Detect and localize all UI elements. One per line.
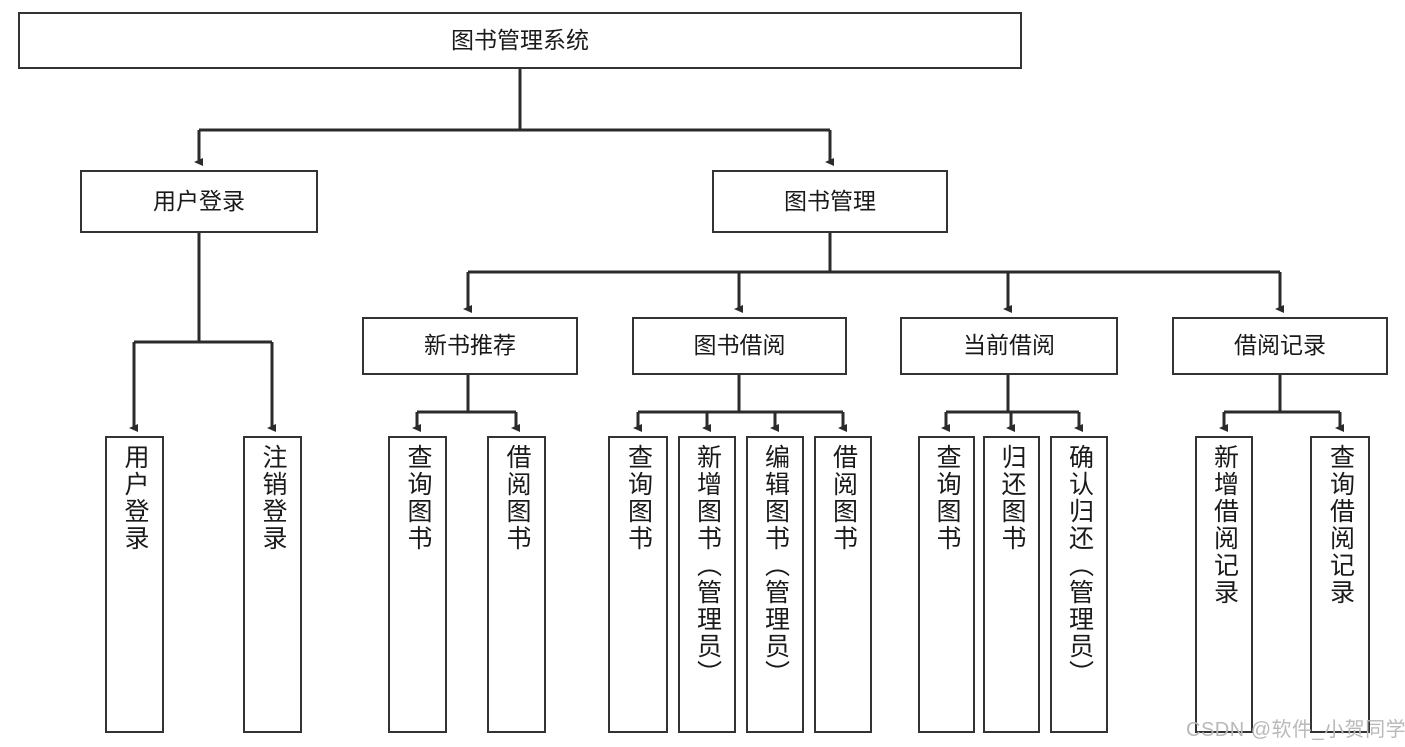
leaf-return-book[interactable]: 归还图书 bbox=[983, 436, 1040, 733]
leaf-query-book-current[interactable]: 查询图书 bbox=[918, 436, 975, 733]
node-user-login-label: 用户登录 bbox=[153, 187, 245, 214]
node-borrow-records[interactable]: 借阅记录 bbox=[1172, 317, 1388, 375]
leaf-borrow-book-recommend-label: 借阅图书 bbox=[503, 444, 531, 552]
node-book-borrow[interactable]: 图书借阅 bbox=[632, 317, 847, 375]
leaf-query-borrow-record[interactable]: 查询借阅记录 bbox=[1310, 436, 1370, 733]
leaf-logout[interactable]: 注销登录 bbox=[243, 436, 302, 733]
leaf-edit-book-admin-label: 编辑图书（管理员） bbox=[761, 444, 790, 687]
leaf-query-borrow-record-label: 查询借阅记录 bbox=[1326, 444, 1355, 606]
node-current-borrow-label: 当前借阅 bbox=[963, 332, 1055, 359]
leaf-user-login[interactable]: 用户登录 bbox=[105, 436, 164, 733]
leaf-edit-book-admin[interactable]: 编辑图书（管理员） bbox=[746, 436, 804, 733]
leaf-logout-label: 注销登录 bbox=[259, 444, 287, 552]
leaf-add-borrow-record[interactable]: 新增借阅记录 bbox=[1195, 436, 1253, 733]
leaf-add-borrow-record-label: 新增借阅记录 bbox=[1210, 444, 1239, 606]
leaf-borrow-book-recommend[interactable]: 借阅图书 bbox=[487, 436, 546, 733]
leaf-user-login-label: 用户登录 bbox=[121, 444, 149, 552]
leaf-return-book-label: 归还图书 bbox=[998, 444, 1026, 552]
node-new-book-recommend[interactable]: 新书推荐 bbox=[362, 317, 578, 375]
leaf-confirm-return-admin[interactable]: 确认归还（管理员） bbox=[1050, 436, 1108, 733]
leaf-query-book-recommend[interactable]: 查询图书 bbox=[388, 436, 447, 733]
leaf-borrow-book-label: 借阅图书 bbox=[829, 444, 858, 552]
leaf-query-book-recommend-label: 查询图书 bbox=[404, 444, 432, 552]
node-book-borrow-label: 图书借阅 bbox=[693, 332, 786, 359]
leaf-borrow-book[interactable]: 借阅图书 bbox=[814, 436, 872, 733]
leaf-add-book-admin-label: 新增图书（管理员） bbox=[693, 444, 722, 687]
leaf-query-book-borrow[interactable]: 查询图书 bbox=[608, 436, 668, 733]
leaf-query-book-borrow-label: 查询图书 bbox=[624, 444, 653, 552]
node-current-borrow[interactable]: 当前借阅 bbox=[900, 317, 1118, 375]
leaf-confirm-return-admin-label: 确认归还（管理员） bbox=[1065, 444, 1094, 687]
leaf-add-book-admin[interactable]: 新增图书（管理员） bbox=[678, 436, 736, 733]
node-book-management-label: 图书管理 bbox=[784, 187, 876, 214]
node-borrow-records-label: 借阅记录 bbox=[1234, 332, 1326, 359]
node-root[interactable]: 图书管理系统 bbox=[18, 12, 1022, 69]
node-new-book-recommend-label: 新书推荐 bbox=[424, 332, 516, 359]
leaf-query-book-current-label: 查询图书 bbox=[933, 444, 961, 552]
node-book-management[interactable]: 图书管理 bbox=[712, 170, 948, 233]
node-user-login[interactable]: 用户登录 bbox=[80, 170, 318, 233]
node-root-label: 图书管理系统 bbox=[451, 26, 589, 53]
